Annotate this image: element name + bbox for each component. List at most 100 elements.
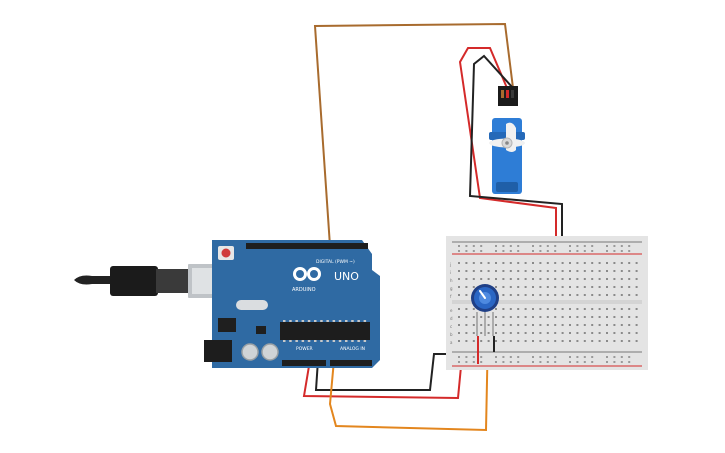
hole [509,340,512,342]
hole [539,340,542,342]
hole [524,332,527,334]
hole [472,324,475,326]
arduino-uno-board[interactable]: UNO ARDUINO DIGITAL (PWM ~) POWER ANALOG… [204,240,380,368]
power-header[interactable] [282,360,326,366]
small-chip [256,326,266,334]
hole [583,262,586,264]
hole [546,316,549,318]
hole [458,286,460,288]
hole [458,316,460,318]
hole [576,294,579,296]
hole [576,316,579,318]
servo-signal-wire[interactable] [313,22,514,247]
hole [591,294,594,296]
hole [487,340,490,342]
hole [576,278,579,280]
hole [569,340,571,342]
arduino-gnd-wire[interactable] [314,353,456,391]
hole [591,332,594,334]
hole [591,356,594,358]
hole [465,332,468,334]
hole [613,316,616,318]
hole [591,340,594,342]
potentiometer[interactable] [471,284,499,336]
hole [532,324,534,326]
hole [635,286,638,288]
hole [458,270,460,272]
hole [517,286,520,288]
hole [606,262,608,264]
hole [561,316,564,318]
hole [591,278,594,280]
hole [561,324,564,326]
hole [532,340,534,342]
hole [613,270,616,272]
hole [554,262,557,264]
hole [524,340,527,342]
hole [606,286,608,288]
row-letters-bottom: e d c b a [450,308,453,345]
hole [635,308,638,310]
arduino-5v-wire[interactable] [302,355,463,400]
hole [532,308,534,310]
hole [561,332,564,334]
row-letter: e [450,308,453,313]
row-letters-top: j i h g f [449,262,453,299]
hole [472,250,475,252]
hole [628,294,631,296]
hole [583,332,586,334]
hole [546,324,549,326]
hole [628,270,631,272]
hole [606,250,608,252]
hole [509,278,512,280]
hole [591,270,594,272]
hole [569,262,571,264]
hole [598,262,601,264]
hole [569,250,571,252]
digital-header[interactable] [246,243,368,249]
usb-cable[interactable] [74,264,224,298]
hole [351,340,354,342]
hole [620,278,623,280]
hole [546,286,549,288]
hole [458,262,460,264]
hole [532,294,534,296]
hole [458,308,460,310]
hole [465,270,468,272]
hole [338,340,342,342]
hole [620,356,623,358]
hole [554,308,557,310]
hole [472,262,475,264]
hole [628,340,631,342]
hole [320,320,323,322]
hole [517,324,520,326]
hole [539,356,542,358]
hole [289,320,292,322]
hole [613,294,616,296]
hole [502,250,505,252]
hole [532,356,534,358]
hole [561,294,564,296]
hole [598,294,601,296]
hole [472,245,475,247]
pot-wiper-wire[interactable] [328,331,489,432]
hole [539,294,542,296]
hole [598,340,601,342]
hole [554,294,557,296]
servo-motor[interactable] [489,86,525,194]
power-jack[interactable] [204,340,232,362]
hole [628,316,631,318]
analog-header[interactable] [330,360,372,366]
hole [283,320,286,322]
hole [502,245,505,247]
hole [357,320,360,322]
hole [532,270,534,272]
servo-ground-wire[interactable] [468,54,563,358]
hole [620,250,623,252]
hole [576,262,579,264]
hole [524,316,527,318]
servo-power-wire[interactable] [458,47,557,360]
hole [495,262,497,264]
hole [480,356,483,358]
